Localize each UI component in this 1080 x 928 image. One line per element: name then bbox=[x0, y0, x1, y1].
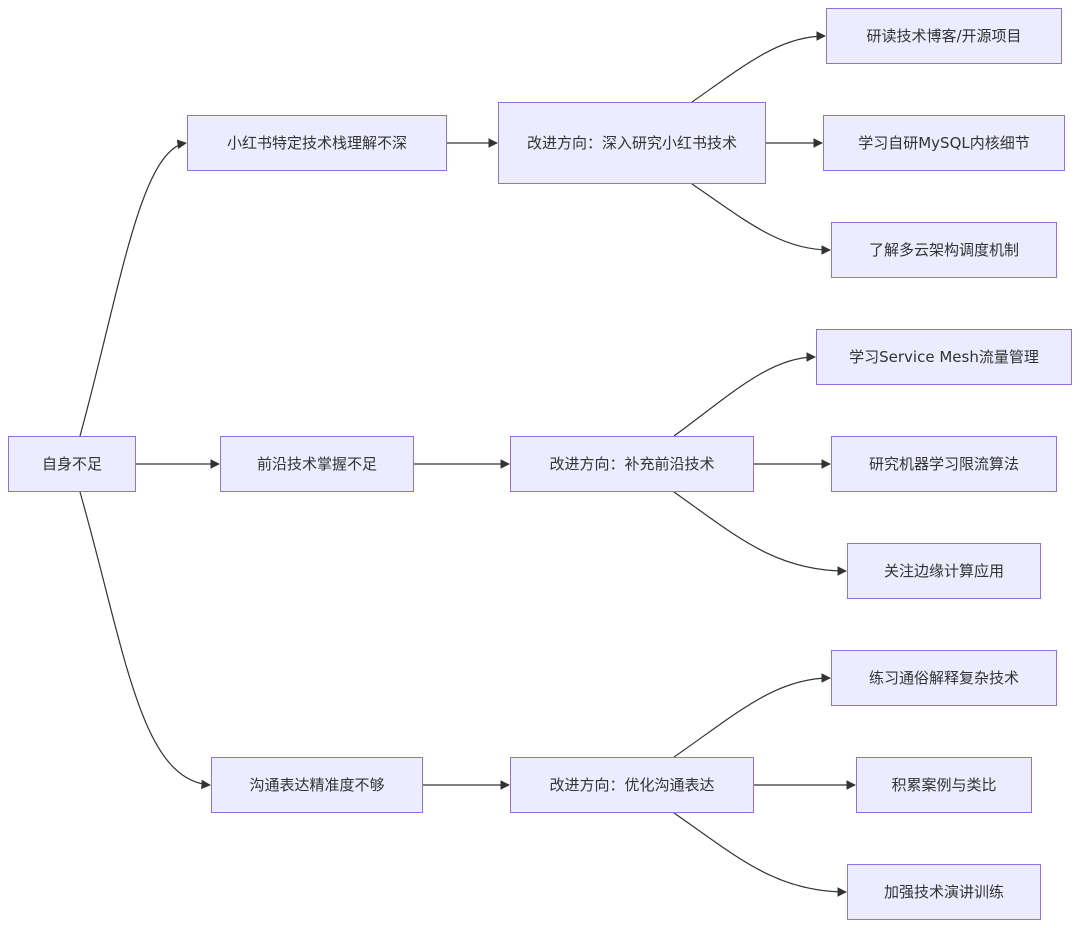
node-gap-2: 前沿技术掌握不足 bbox=[220, 436, 414, 492]
node-action-3-2-label: 积累案例与类比 bbox=[891, 776, 997, 794]
node-root-label: 自身不足 bbox=[41, 455, 102, 473]
node-action-2-2-label: 研究机器学习限流算法 bbox=[868, 455, 1019, 473]
node-action-1-2: 学习自研MySQL内核细节 bbox=[823, 115, 1065, 171]
edge-root-to-a1 bbox=[79, 139, 187, 437]
node-action-2-1: 学习Service Mesh流量管理 bbox=[816, 329, 1072, 385]
node-action-1-1-label: 研读技术博客/开源项目 bbox=[866, 27, 1022, 45]
node-action-1-3-label: 了解多云架构调度机制 bbox=[868, 241, 1019, 259]
edge-c2-to-c3 bbox=[673, 673, 831, 758]
node-action-3-1-label: 练习通俗解释复杂技术 bbox=[868, 669, 1019, 687]
node-action-3-2: 积累案例与类比 bbox=[856, 757, 1032, 813]
node-action-1-2-label: 学习自研MySQL内核细节 bbox=[858, 134, 1030, 152]
node-direction-1: 改进方向：深入研究小红书技术 bbox=[498, 102, 766, 184]
node-action-1-1: 研读技术博客/开源项目 bbox=[826, 8, 1062, 64]
node-gap-3: 沟通表达精准度不够 bbox=[211, 757, 423, 813]
node-action-3-1: 练习通俗解释复杂技术 bbox=[831, 650, 1057, 706]
node-action-3-3-label: 加强技术演讲训练 bbox=[883, 883, 1004, 901]
edge-b2-to-b5 bbox=[673, 491, 847, 576]
node-action-2-2: 研究机器学习限流算法 bbox=[831, 436, 1057, 492]
edge-c2-to-c5 bbox=[673, 812, 847, 897]
node-direction-2-label: 改进方向：补充前沿技术 bbox=[549, 455, 715, 473]
node-direction-1-label: 改进方向：深入研究小红书技术 bbox=[526, 134, 737, 152]
node-action-1-3: 了解多云架构调度机制 bbox=[831, 222, 1057, 278]
node-direction-3-label: 改进方向：优化沟通表达 bbox=[549, 776, 715, 794]
node-action-2-3-label: 关注边缘计算应用 bbox=[883, 562, 1004, 580]
node-action-2-3: 关注边缘计算应用 bbox=[847, 543, 1041, 599]
node-gap-1: 小红书特定技术栈理解不深 bbox=[187, 115, 447, 171]
edge-a2-to-a3 bbox=[691, 31, 826, 103]
edge-b2-to-b3 bbox=[673, 352, 816, 437]
node-gap-1-label: 小红书特定技术栈理解不深 bbox=[226, 134, 407, 152]
node-action-3-3: 加强技术演讲训练 bbox=[847, 864, 1041, 920]
edge-root-to-c1 bbox=[79, 491, 211, 790]
node-direction-2: 改进方向：补充前沿技术 bbox=[510, 436, 754, 492]
node-direction-3: 改进方向：优化沟通表达 bbox=[510, 757, 754, 813]
node-action-2-1-label: 学习Service Mesh流量管理 bbox=[849, 348, 1039, 366]
edge-a2-to-a5 bbox=[691, 183, 831, 255]
node-gap-3-label: 沟通表达精准度不够 bbox=[249, 776, 385, 794]
node-gap-2-label: 前沿技术掌握不足 bbox=[256, 455, 377, 473]
node-root: 自身不足 bbox=[8, 436, 136, 492]
